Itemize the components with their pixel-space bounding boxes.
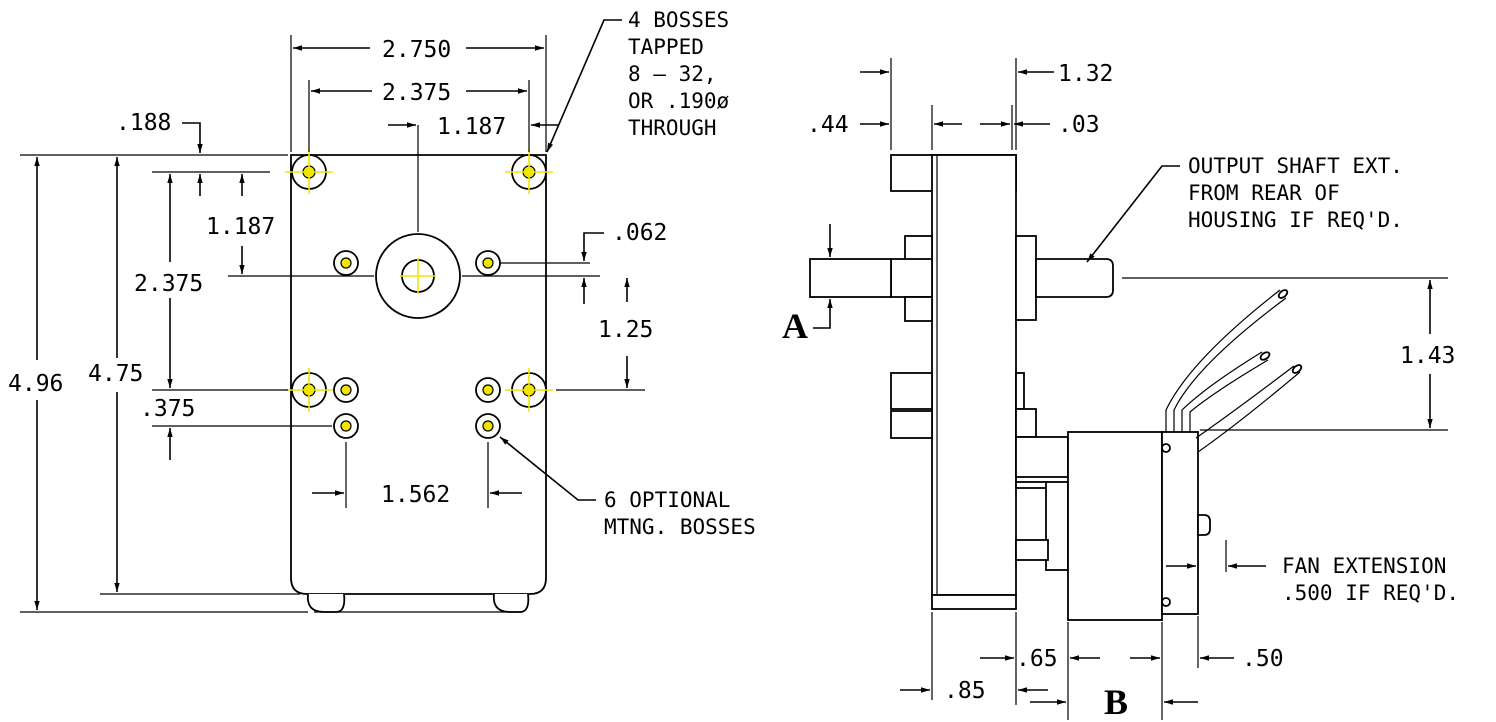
fan-shaft bbox=[1197, 514, 1211, 536]
gearbox-body bbox=[931, 154, 1017, 596]
output-shaft bbox=[1035, 258, 1114, 298]
mounting-boss-top-right bbox=[505, 150, 553, 194]
label-b: B bbox=[1104, 682, 1128, 722]
dim-optional-spacing: 1.562 bbox=[381, 482, 450, 508]
dim-width-overall: 2.750 bbox=[382, 37, 451, 63]
dim-half-width: 1.187 bbox=[437, 114, 506, 140]
label-a: A bbox=[782, 306, 808, 346]
svg-text:FAN EXTENSION: FAN EXTENSION bbox=[1282, 554, 1446, 578]
lead-wires bbox=[1165, 289, 1303, 453]
mounting-boss-bottom-left bbox=[285, 368, 333, 412]
optional-boss bbox=[333, 413, 359, 439]
mounting-boss-top-left bbox=[285, 150, 333, 194]
optional-boss bbox=[333, 377, 359, 403]
dim-top-right: 1.32 bbox=[1058, 61, 1113, 87]
optional-boss bbox=[333, 250, 359, 276]
dim-left-offset: .188 bbox=[116, 110, 171, 136]
dim-bottom-50: .50 bbox=[1242, 646, 1284, 672]
mounting-boss-bottom-right bbox=[505, 368, 553, 412]
side-view: .44 1.32 .03 A OUTPUT SHAFT EXT. FROM RE… bbox=[782, 58, 1459, 722]
housing-base-plate bbox=[931, 594, 1017, 610]
note-bosses: 4 BOSSES TAPPED 8 – 32, OR .190ø THROUGH bbox=[628, 8, 730, 140]
motor-end-cap bbox=[1161, 431, 1199, 615]
note-output-shaft: OUTPUT SHAFT EXT. FROM REAR OF HOUSING I… bbox=[1188, 154, 1403, 232]
note-optional-bosses: 6 OPTIONAL MTNG. BOSSES bbox=[604, 488, 756, 539]
dim-optional-offset: .375 bbox=[140, 396, 195, 422]
dim-vert-bosses: 2.375 bbox=[134, 271, 203, 297]
svg-text:8 – 32,: 8 – 32, bbox=[628, 62, 717, 86]
dim-bottom-65: .65 bbox=[1016, 646, 1058, 672]
housing-foot-left bbox=[306, 593, 346, 613]
optional-boss bbox=[475, 377, 501, 403]
dim-shaft-height: 1.43 bbox=[1400, 343, 1455, 369]
svg-text:FROM REAR OF: FROM REAR OF bbox=[1188, 181, 1340, 205]
svg-text:HOUSING IF REQ'D.: HOUSING IF REQ'D. bbox=[1188, 208, 1403, 232]
motor-body bbox=[1067, 431, 1163, 621]
optional-boss bbox=[475, 413, 501, 439]
svg-text:MTNG. BOSSES: MTNG. BOSSES bbox=[604, 515, 756, 539]
svg-text:TAPPED: TAPPED bbox=[628, 35, 704, 59]
dim-shaft-offset: .062 bbox=[612, 220, 667, 246]
dim-top-left: .44 bbox=[807, 112, 849, 138]
dim-height-body: 4.75 bbox=[88, 361, 143, 387]
svg-text:4 BOSSES: 4 BOSSES bbox=[628, 8, 729, 32]
front-view: 2.750 2.375 1.187 .188 1.187 2.375 4.96 … bbox=[8, 8, 756, 613]
svg-text:THROUGH: THROUGH bbox=[628, 116, 717, 140]
dim-bottom-85: .85 bbox=[944, 678, 986, 704]
shaft-a bbox=[809, 258, 892, 298]
dim-width-bosses: 2.375 bbox=[382, 80, 451, 106]
dim-shaft-to-boss: 1.25 bbox=[598, 317, 653, 343]
dim-height-overall: 4.96 bbox=[8, 371, 63, 397]
note-fan-extension: FAN EXTENSION .500 IF REQ'D. bbox=[1282, 554, 1459, 605]
optional-boss bbox=[475, 250, 501, 276]
svg-text:OUTPUT SHAFT EXT.: OUTPUT SHAFT EXT. bbox=[1188, 154, 1403, 178]
svg-text:6 OPTIONAL: 6 OPTIONAL bbox=[604, 488, 730, 512]
dim-vert-upper: 1.187 bbox=[206, 214, 275, 240]
svg-text:.500 IF REQ'D.: .500 IF REQ'D. bbox=[1282, 581, 1459, 605]
dim-top-small: .03 bbox=[1058, 112, 1100, 138]
svg-text:OR .190ø: OR .190ø bbox=[628, 89, 730, 113]
housing-foot-right bbox=[492, 593, 530, 613]
